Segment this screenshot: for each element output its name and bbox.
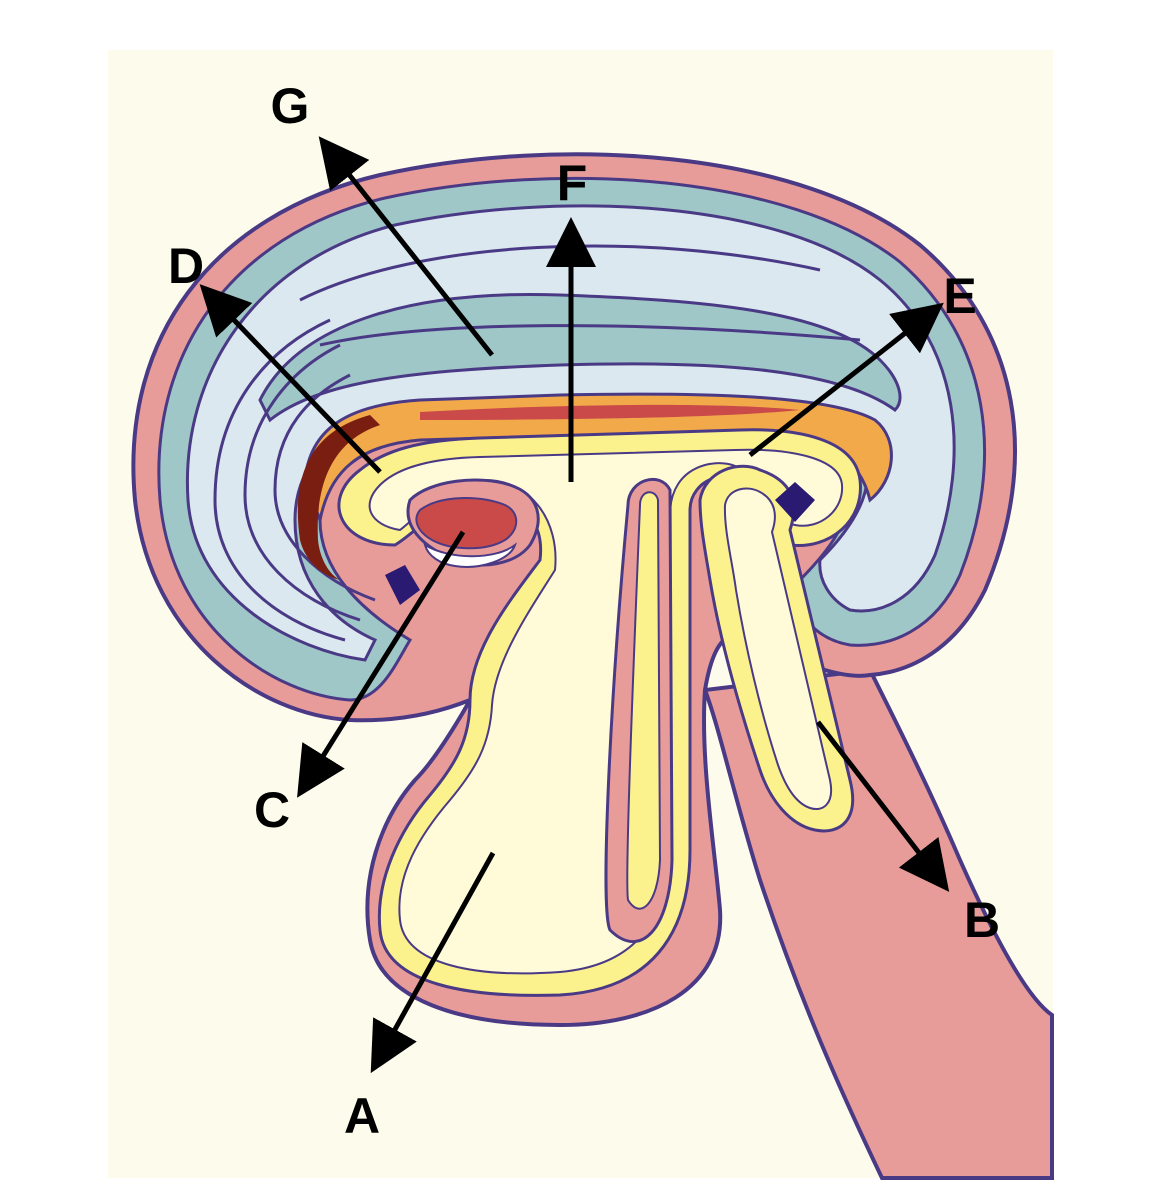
arrow-B (816, 720, 950, 892)
arrow-G (318, 136, 494, 357)
label-F: F (557, 155, 588, 211)
contour-line-top-2 (319, 324, 861, 347)
orange-stripe (303, 392, 893, 526)
label-B: B (964, 892, 1000, 948)
label-E: E (943, 268, 976, 324)
label-A: A (344, 1088, 380, 1144)
contour-line-left-3 (273, 373, 376, 602)
inner-teal-band (258, 293, 902, 423)
purple-block-left (385, 565, 420, 605)
purple-block-right (775, 482, 815, 522)
label-C: C (254, 782, 290, 838)
heart-region (415, 497, 518, 550)
allantois-lining (626, 491, 662, 910)
arrow-D (199, 284, 382, 474)
allantois-branch-inner (723, 487, 833, 810)
arrow-E (748, 302, 944, 457)
red-stripe (420, 404, 800, 420)
contour-line-left-2 (243, 343, 361, 622)
arrows (199, 136, 950, 1074)
label-G: G (271, 78, 310, 134)
label-D: D (168, 238, 204, 294)
arrow-A (370, 851, 496, 1074)
contour-line-left-1 (213, 318, 346, 642)
contour-line-top-1 (299, 244, 821, 302)
arrow-C (297, 530, 466, 798)
dark-red-stripe (297, 415, 380, 580)
